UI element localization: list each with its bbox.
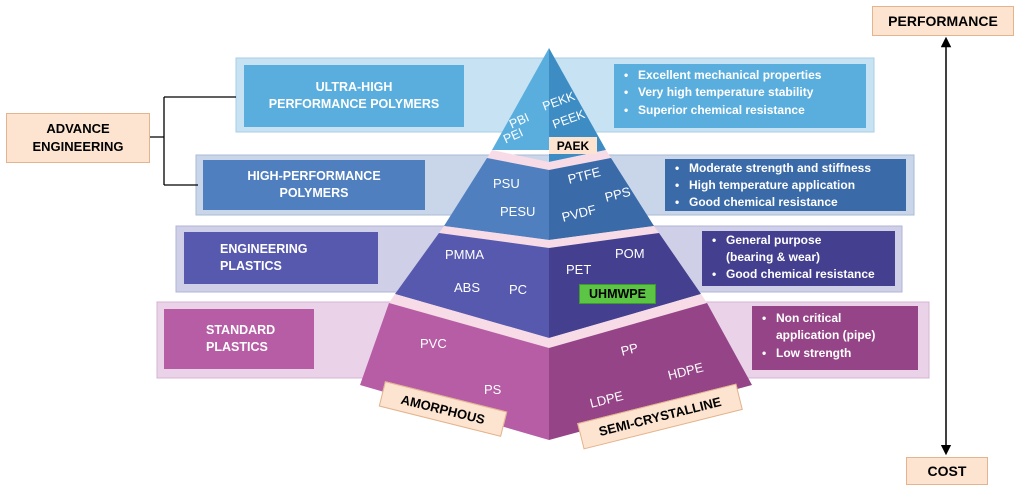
polymer-label: PS [484,382,502,397]
high-tier-left [444,158,549,240]
advance-engineering-bracket [150,96,236,186]
high-tier-properties: Moderate strength and stiffness High tem… [665,159,906,211]
property-item: (bearing & wear) [726,249,821,264]
property-item: General purpose [712,232,895,249]
standard-tier-properties: Non critical application (pipe) Low stre… [752,306,918,370]
property-item: Good chemical resistance [675,194,906,211]
property-item: Moderate strength and stiffness [675,160,906,177]
standard-tier-name: STANDARD PLASTICS [164,309,314,369]
tier-separator [389,294,707,348]
polymer-label: PC [509,282,528,297]
ultra-tier-properties: Excellent mechanical properties Very hig… [614,64,866,128]
engineering-tier-properties: General purpose (bearing & wear) Good ch… [702,231,895,286]
polymer-label: PESU [500,204,536,219]
engineering-tier-left [395,233,549,338]
property-item: High temperature application [675,177,906,194]
ultra-tier-right [549,48,606,162]
polymer-label: POM [615,246,645,261]
ultra-tier-left [492,48,549,150]
ultra-tier-name: ULTRA-HIGH PERFORMANCE POLYMERS [244,65,464,127]
cost-label: COST [906,457,988,485]
high-tier-name: HIGH-PERFORMANCE POLYMERS [203,160,425,210]
polymer-label: ABS [454,280,481,295]
advance-engineering-label: ADVANCE ENGINEERING [6,113,150,163]
property-item: Excellent mechanical properties [624,67,866,85]
property-item: application (pipe) [776,328,876,343]
property-item: Good chemical resistance [712,266,895,283]
performance-label: PERFORMANCE [872,6,1014,36]
polymer-label: PVC [420,336,447,351]
polymer-label: PSU [493,176,520,191]
polymer-label: PET [566,262,592,277]
tier-separator [487,150,611,170]
high-tier-right [549,158,654,240]
property-item: Non critical [762,310,918,328]
uhmwpe-highlight: UHMWPE [579,284,656,304]
paek-highlight: PAEK [549,137,597,154]
standard-tier-right [549,303,752,440]
property-item: Very high temperature stability [624,84,866,102]
engineering-tier-name: ENGINEERING PLASTICS [184,232,378,284]
tier-separator [439,226,659,248]
polymer-label: PMMA [445,247,484,262]
property-item: Low strength [762,345,918,363]
standard-tier-left [360,303,549,440]
property-item: Superior chemical resistance [624,102,866,120]
